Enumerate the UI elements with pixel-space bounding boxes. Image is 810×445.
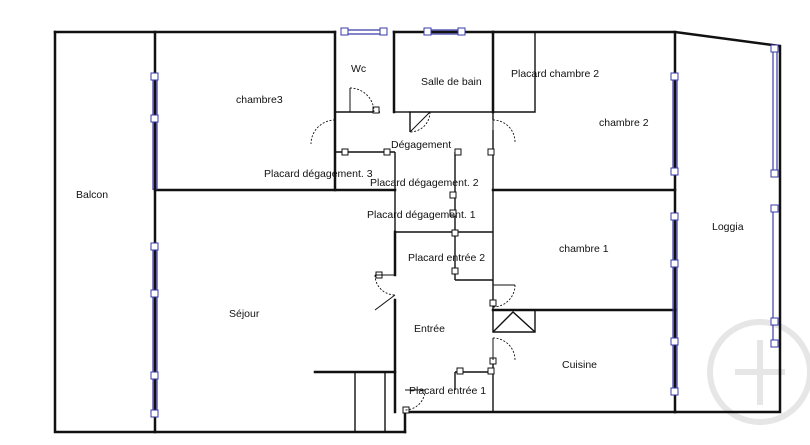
room-labels: Balcon chambre3 Wc Salle de bain Placard… <box>76 63 744 397</box>
label-chambre-2: chambre 2 <box>599 117 649 129</box>
label-placard-degagement-1: Placard dégagement. 1 <box>367 209 476 221</box>
label-balcon: Balcon <box>76 189 108 201</box>
label-entree: Entrée <box>414 323 445 335</box>
watermark-logo <box>707 319 810 425</box>
label-wc: Wc <box>351 63 366 75</box>
label-chambre-1: chambre 1 <box>559 243 609 255</box>
label-placard-entree-1: Placard entrée 1 <box>409 385 486 397</box>
label-placard-degagement-2: Placard dégagement. 2 <box>370 177 479 189</box>
label-loggia: Loggia <box>712 221 744 233</box>
label-chambre3: chambre3 <box>236 94 283 106</box>
label-placard-entree-2: Placard entrée 2 <box>408 252 485 264</box>
door-swings <box>310 87 516 411</box>
label-salle-de-bain: Salle de bain <box>421 76 482 88</box>
windows <box>152 29 778 415</box>
window-nodes <box>150 27 779 418</box>
label-degagement: Dégagement <box>391 139 451 151</box>
label-sejour: Séjour <box>229 308 260 320</box>
interior-walls <box>153 30 677 434</box>
label-placard-degagement-3: Placard dégagement. 3 <box>264 168 373 180</box>
label-cuisine: Cuisine <box>562 359 597 371</box>
label-placard-chambre-2: Placard chambre 2 <box>511 68 599 80</box>
